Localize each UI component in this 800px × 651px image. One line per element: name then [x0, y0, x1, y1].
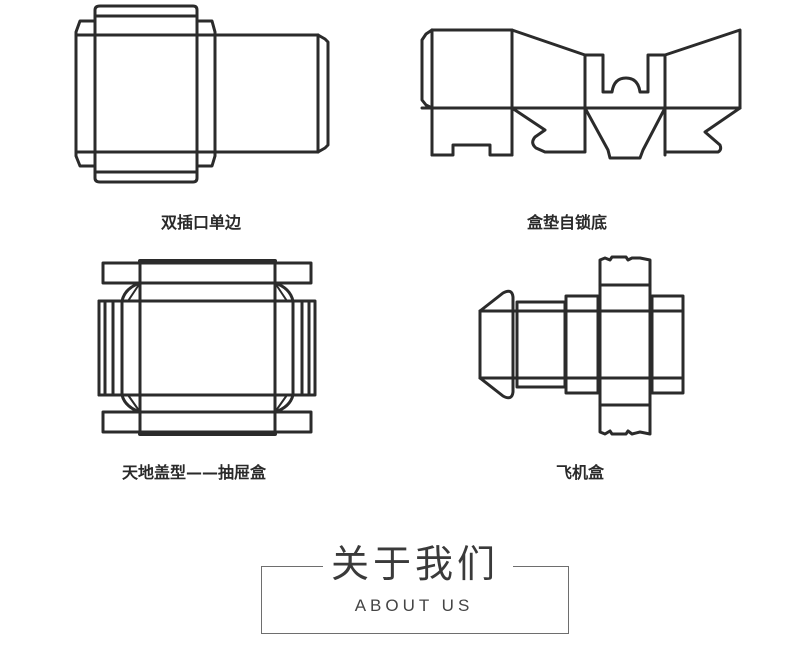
caption-drawer-box: 天地盖型——抽屉盒: [122, 463, 267, 482]
caption-double-tuck: 双插口单边: [161, 213, 242, 232]
dieline-drawer-box: [97, 259, 317, 436]
dieline-double-tuck: [74, 4, 330, 184]
dieline-auto-lock-bottom: [420, 28, 742, 160]
about-subtitle: ABOUT US: [354, 596, 474, 615]
about-frame: [261, 566, 569, 634]
caption-auto-lock-bottom: 盒垫自锁底: [527, 213, 608, 232]
about-title: 关于我们: [325, 541, 505, 587]
about-frame-line-left: [261, 566, 323, 567]
dieline-airplane-box: [478, 255, 685, 436]
about-frame-line-right: [513, 566, 568, 567]
caption-airplane-box: 飞机盒: [556, 463, 605, 482]
